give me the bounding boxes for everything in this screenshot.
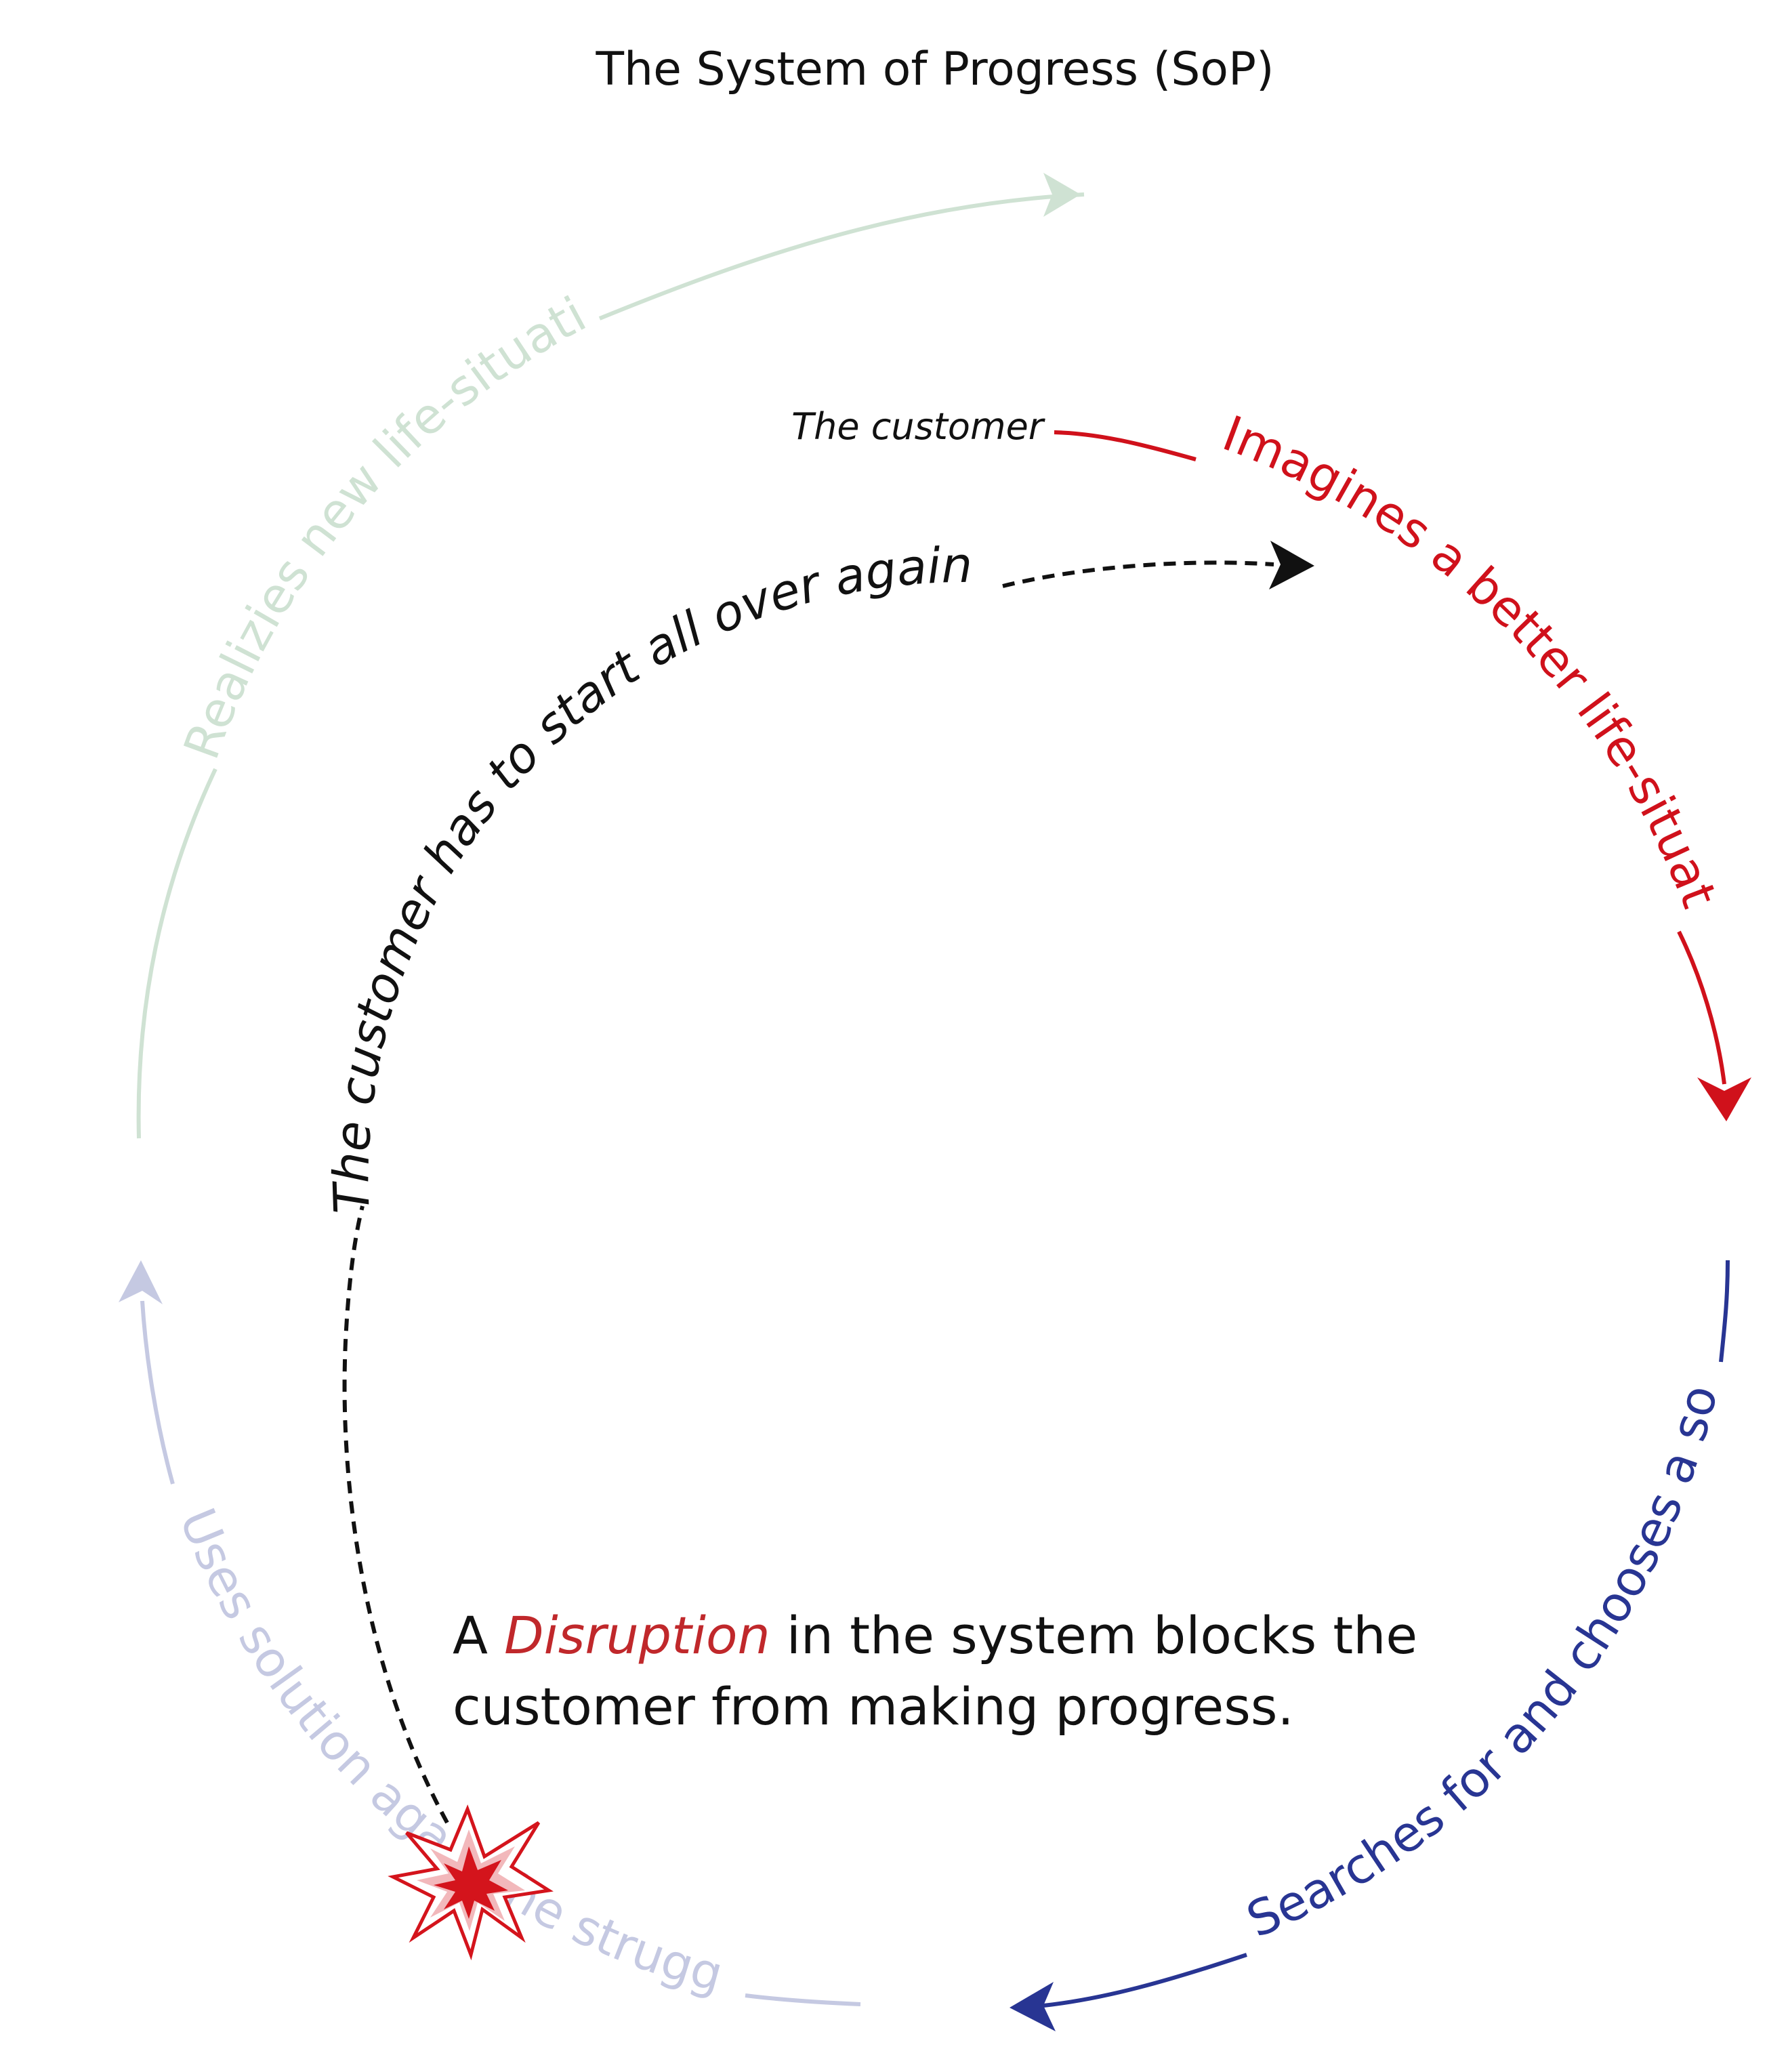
start-over-arrowhead (1269, 541, 1314, 589)
realizes-arrowhead (1043, 173, 1081, 217)
disruption-caption-line2: customer from making progress. (453, 1676, 1294, 1737)
the-customer-label: The customer (791, 405, 1045, 448)
disruption-burst-icon (388, 1804, 554, 1961)
imagines-arrowhead (1697, 1077, 1751, 1121)
diagram-title: The System of Progress (SoP) (595, 43, 1274, 96)
disruption-emphasis: Disruption (504, 1605, 770, 1665)
uses-arrowhead (119, 1260, 163, 1304)
disruption-caption-line1: A Disruption in the system blocks the (453, 1605, 1417, 1665)
start-over-label: The customer has to start all over again (323, 537, 972, 1215)
imagines-label: Imagines a better life-situation (0, 0, 1728, 915)
realizes-label: Realizies new life-situation (0, 0, 595, 766)
searches-arrowhead (1010, 1982, 1056, 2031)
